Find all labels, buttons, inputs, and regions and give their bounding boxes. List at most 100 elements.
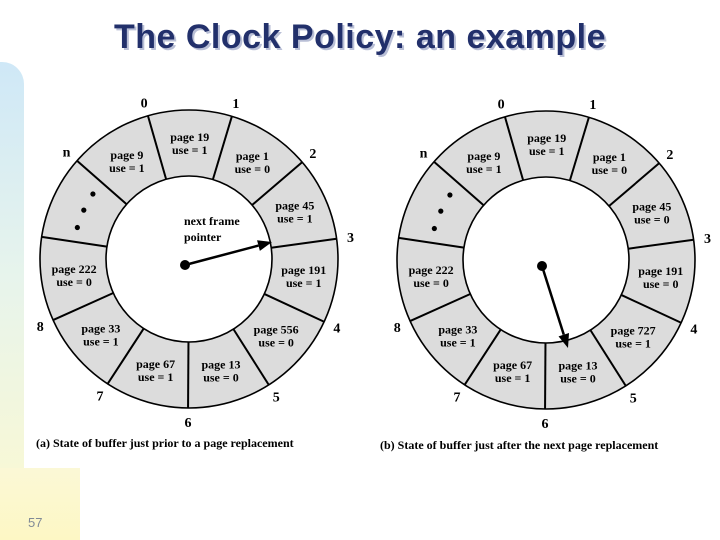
frame-use-bit: use = 0 (235, 162, 271, 176)
position-label: 0 (498, 97, 505, 112)
frame-use-bit: use = 1 (277, 211, 313, 225)
frame-divider (146, 115, 168, 180)
frame-use-bit: use = 1 (466, 162, 502, 176)
ring-inner-edge (105, 175, 273, 343)
frame-divider (398, 236, 465, 249)
frame-use-bit: use = 1 (172, 143, 208, 157)
ring-inner-edge (462, 176, 630, 344)
position-label: 3 (704, 232, 711, 247)
frame-divider (628, 238, 694, 250)
frame-divider (433, 160, 485, 207)
pointer-label-line2: pointer (184, 230, 222, 244)
frame-divider (211, 116, 233, 180)
frame-page: page 45 (632, 199, 671, 213)
frame-page: page 222 (52, 262, 97, 276)
frame-page: page 13 (201, 358, 240, 372)
frame-use-bit: use = 1 (440, 335, 476, 349)
ellipsis-dot (81, 207, 87, 213)
position-label: 6 (541, 417, 548, 432)
frame-page: page 67 (493, 358, 532, 372)
frame-divider (52, 292, 114, 321)
position-label: 5 (630, 392, 637, 407)
frame-use-bit: use = 1 (109, 161, 145, 175)
next-frame-pointer (540, 265, 565, 336)
position-label: 4 (333, 322, 340, 337)
slide-number: 57 (28, 515, 43, 530)
position-label: 2 (309, 147, 316, 162)
frame-use-bit: use = 0 (592, 163, 628, 177)
frame-use-bit: use = 0 (560, 372, 596, 386)
ellipsis-dot (90, 191, 96, 197)
frame-page: page 556 (254, 323, 299, 337)
position-label: 1 (232, 97, 239, 112)
position-label: 8 (37, 320, 44, 335)
frame-divider (503, 116, 525, 181)
ellipsis-dot (74, 224, 80, 231)
frame-divider (251, 161, 303, 206)
frame-divider (232, 328, 270, 386)
position-label: 5 (273, 391, 280, 406)
slide-title: The Clock Policy: an example (113, 18, 607, 56)
position-label: 2 (666, 148, 673, 163)
frame-use-bit: use = 1 (615, 337, 651, 351)
frame-use-bit: use = 1 (83, 334, 119, 348)
frame-divider (271, 237, 337, 249)
frame-use-bit: use = 0 (634, 212, 670, 226)
caption-b: (b) State of buffer just after the next … (380, 438, 658, 452)
position-label: 3 (347, 231, 354, 246)
ellipsis-dot (431, 225, 437, 232)
frame-use-bit: use = 1 (286, 276, 322, 290)
frame-use-bit: use = 0 (413, 276, 449, 290)
pointer-arrowhead (257, 240, 272, 251)
frame-page: page 33 (81, 321, 120, 335)
frame-divider (263, 293, 325, 323)
frame-divider (589, 329, 627, 387)
frame-divider (608, 162, 660, 207)
frame-page: page 33 (438, 322, 477, 336)
frame-page: page 1 (236, 149, 269, 163)
position-label: 7 (97, 390, 104, 405)
frame-divider (106, 327, 145, 385)
frame-divider (41, 235, 108, 248)
slide-side-band (0, 62, 24, 540)
frame-use-bit: use = 1 (495, 371, 531, 385)
frame-page: page 13 (558, 359, 597, 373)
frame-divider (463, 328, 502, 386)
frame-use-bit: use = 0 (258, 336, 294, 350)
frame-page: page 191 (638, 264, 683, 278)
frame-use-bit: use = 1 (529, 144, 565, 158)
position-label: 7 (454, 391, 461, 406)
next-frame-pointer (184, 244, 259, 267)
frame-page: page 1 (593, 150, 626, 164)
slide-corner-pad (0, 468, 80, 540)
position-label: 6 (184, 416, 191, 431)
frame-page: page 45 (275, 198, 314, 212)
ellipsis-dot (447, 192, 453, 198)
frame-divider (409, 293, 471, 322)
caption-a: (a) State of buffer just prior to a page… (36, 436, 294, 450)
frame-page: page 9 (467, 149, 500, 163)
position-label: n (63, 145, 71, 160)
frame-page: page 67 (136, 357, 175, 371)
position-label: 4 (690, 323, 697, 338)
position-label: 8 (394, 321, 401, 336)
frame-page: page 19 (170, 130, 209, 144)
frame-divider (568, 117, 590, 181)
ellipsis-dot (438, 208, 444, 214)
position-label: n (420, 146, 428, 161)
position-label: 0 (141, 96, 148, 111)
frame-use-bit: use = 0 (203, 371, 239, 385)
pointer-label-line1: next frame (184, 214, 240, 228)
position-label: 1 (589, 98, 596, 113)
frame-use-bit: use = 1 (138, 370, 174, 384)
frame-page: page 19 (527, 131, 566, 145)
frame-page: page 727 (611, 324, 656, 338)
frame-use-bit: use = 0 (643, 277, 679, 291)
frame-page: page 191 (281, 263, 326, 277)
frame-page: page 222 (409, 263, 454, 277)
pointer-arrowhead (558, 332, 570, 348)
frame-divider (76, 159, 128, 206)
